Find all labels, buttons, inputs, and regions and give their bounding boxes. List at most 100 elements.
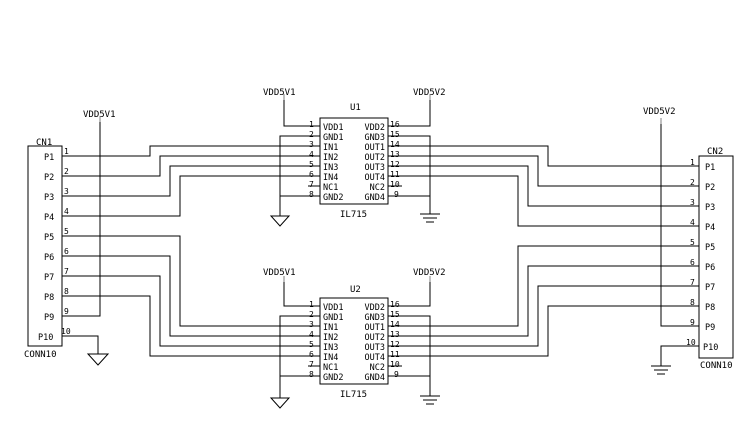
u1-right-pin: VDD2 <box>365 123 385 133</box>
u1-left-stubs <box>308 125 320 197</box>
cn1-pin-name: P5 <box>44 233 54 243</box>
cn2-pin-name: P8 <box>705 303 715 313</box>
net-cn1-p5 <box>76 235 310 327</box>
ground-icon <box>269 215 291 227</box>
cn1-pin-number: 7 <box>64 267 69 276</box>
u2-power-left-label: VDD5V1 <box>263 268 296 278</box>
u2-power-right-label: VDD5V2 <box>413 268 446 278</box>
u2-right-number: 9 <box>394 370 399 379</box>
cn2-pin-name: P5 <box>705 243 715 253</box>
cn1-pin-number: 6 <box>64 247 69 256</box>
u2-right-pin: GND4 <box>365 373 385 383</box>
net-cn1-p6 <box>76 255 310 337</box>
cn1-pin-number: 4 <box>64 207 69 216</box>
cn1-pin-name: P10 <box>38 333 53 343</box>
u2-right-pin: VDD2 <box>365 303 385 313</box>
u1-left-number: 8 <box>309 190 314 199</box>
net-cn2-p6 <box>402 265 699 337</box>
u2-right-number: 14 <box>390 320 400 329</box>
u2-right-number: 12 <box>390 340 400 349</box>
u2-left-pin: IN2 <box>323 333 338 343</box>
ic-u2: U2 IL715 VDD1 GND1 IN1 IN2 IN3 IN4 NC1 G… <box>263 268 446 400</box>
u2-right-number: 13 <box>390 330 400 339</box>
u2-left-number: 2 <box>309 310 314 319</box>
cn1-pin-number: 1 <box>64 147 69 156</box>
u1-right-number: 10 <box>390 180 400 189</box>
u1-right-number: 16 <box>390 120 400 129</box>
cn1-part: CONN10 <box>24 350 57 360</box>
u2-left-number: 6 <box>309 350 314 359</box>
u2-right-number: 10 <box>390 360 400 369</box>
net-cn1-p2 <box>76 155 310 177</box>
u2-vdd1-wire <box>283 282 308 307</box>
cn1-pin-name: P7 <box>44 273 54 283</box>
u1-left-number: 1 <box>309 120 314 129</box>
cn1-pin-name: P3 <box>44 193 54 203</box>
u1-gnd-left <box>279 135 308 216</box>
cn2-pin-number: 3 <box>690 198 695 207</box>
cn2-pin-name: P7 <box>705 283 715 293</box>
u1-gnd-right <box>402 135 431 214</box>
net-cn2-p2 <box>402 155 699 187</box>
u1-right-number: 11 <box>390 170 400 179</box>
u1-part: IL715 <box>340 210 367 220</box>
cn2-pin-number: 10 <box>686 338 696 347</box>
u1-left-pin: IN3 <box>323 163 338 173</box>
u1-right-pin: OUT2 <box>365 153 385 163</box>
u2-left-number: 3 <box>309 320 314 329</box>
cn2-pin-name: P10 <box>703 343 718 353</box>
cn1-pin-number: 5 <box>64 227 69 236</box>
cn2-pin-name: P2 <box>705 183 715 193</box>
net-cn2-p1 <box>402 145 699 167</box>
u2-left-number: 4 <box>309 330 314 339</box>
u2-part: IL715 <box>340 390 367 400</box>
u2-left-pin: VDD1 <box>323 303 343 313</box>
u1-right-pin: GND4 <box>365 193 385 203</box>
wiring <box>62 94 699 409</box>
cn1-pin-name: P4 <box>44 213 54 223</box>
u2-left-number: 5 <box>309 340 314 349</box>
u2-left-pin: NC1 <box>323 363 338 373</box>
u2-left-number: 8 <box>309 370 314 379</box>
u1-right-pin: OUT1 <box>365 143 385 153</box>
net-cn2-p5 <box>402 245 699 327</box>
u1-right-number: 12 <box>390 160 400 169</box>
u1-vdd1-wire <box>283 100 308 127</box>
cn1-pin-name: P8 <box>44 293 54 303</box>
u2-right-number: 15 <box>390 310 400 319</box>
u1-left-pin: IN4 <box>323 173 338 183</box>
u2-right-number: 16 <box>390 300 400 309</box>
ground-icon <box>86 353 110 366</box>
cn1-pin-number: 10 <box>61 327 71 336</box>
ground-icon <box>269 397 291 409</box>
u2-left-number: 1 <box>309 300 314 309</box>
cn2-pin-number: 2 <box>690 178 695 187</box>
u1-right-pin: NC2 <box>370 183 385 193</box>
u2-right-pin: OUT2 <box>365 333 385 343</box>
u2-right-pin: NC2 <box>370 363 385 373</box>
cn2-vdd-wire <box>660 124 699 327</box>
u2-body <box>319 297 389 385</box>
cn2-pin-name: P1 <box>705 163 715 173</box>
u1-power-right-label: VDD5V2 <box>413 88 446 98</box>
cn1-pin-number: 8 <box>64 287 69 296</box>
net-cn2-p8 <box>402 305 699 357</box>
u2-left-number: 7 <box>309 360 314 369</box>
u1-right-number: 13 <box>390 150 400 159</box>
u1-right-pin: OUT3 <box>365 163 385 173</box>
u2-right-pin: OUT4 <box>365 353 385 363</box>
cn1-pin-stubs <box>62 155 76 337</box>
cn1-pin-number: 3 <box>64 187 69 196</box>
cn2-pin-number: 5 <box>690 238 695 247</box>
u2-left-pin: GND1 <box>323 313 343 323</box>
cn2-pin-number: 7 <box>690 278 695 287</box>
u1-left-number: 3 <box>309 140 314 149</box>
u1-left-pin: IN1 <box>323 143 338 153</box>
cn2-pin-number: 1 <box>690 158 695 167</box>
cn2-power-label: VDD5V2 <box>643 107 676 117</box>
cn2-pin-number: 4 <box>690 218 695 227</box>
connector-cn1: CN1 CONN10 P1 P2 P3 P4 P5 P6 P7 P8 P9 P1… <box>24 110 116 360</box>
cn2-pin-number: 6 <box>690 258 695 267</box>
cn2-pin-name: P9 <box>705 323 715 333</box>
